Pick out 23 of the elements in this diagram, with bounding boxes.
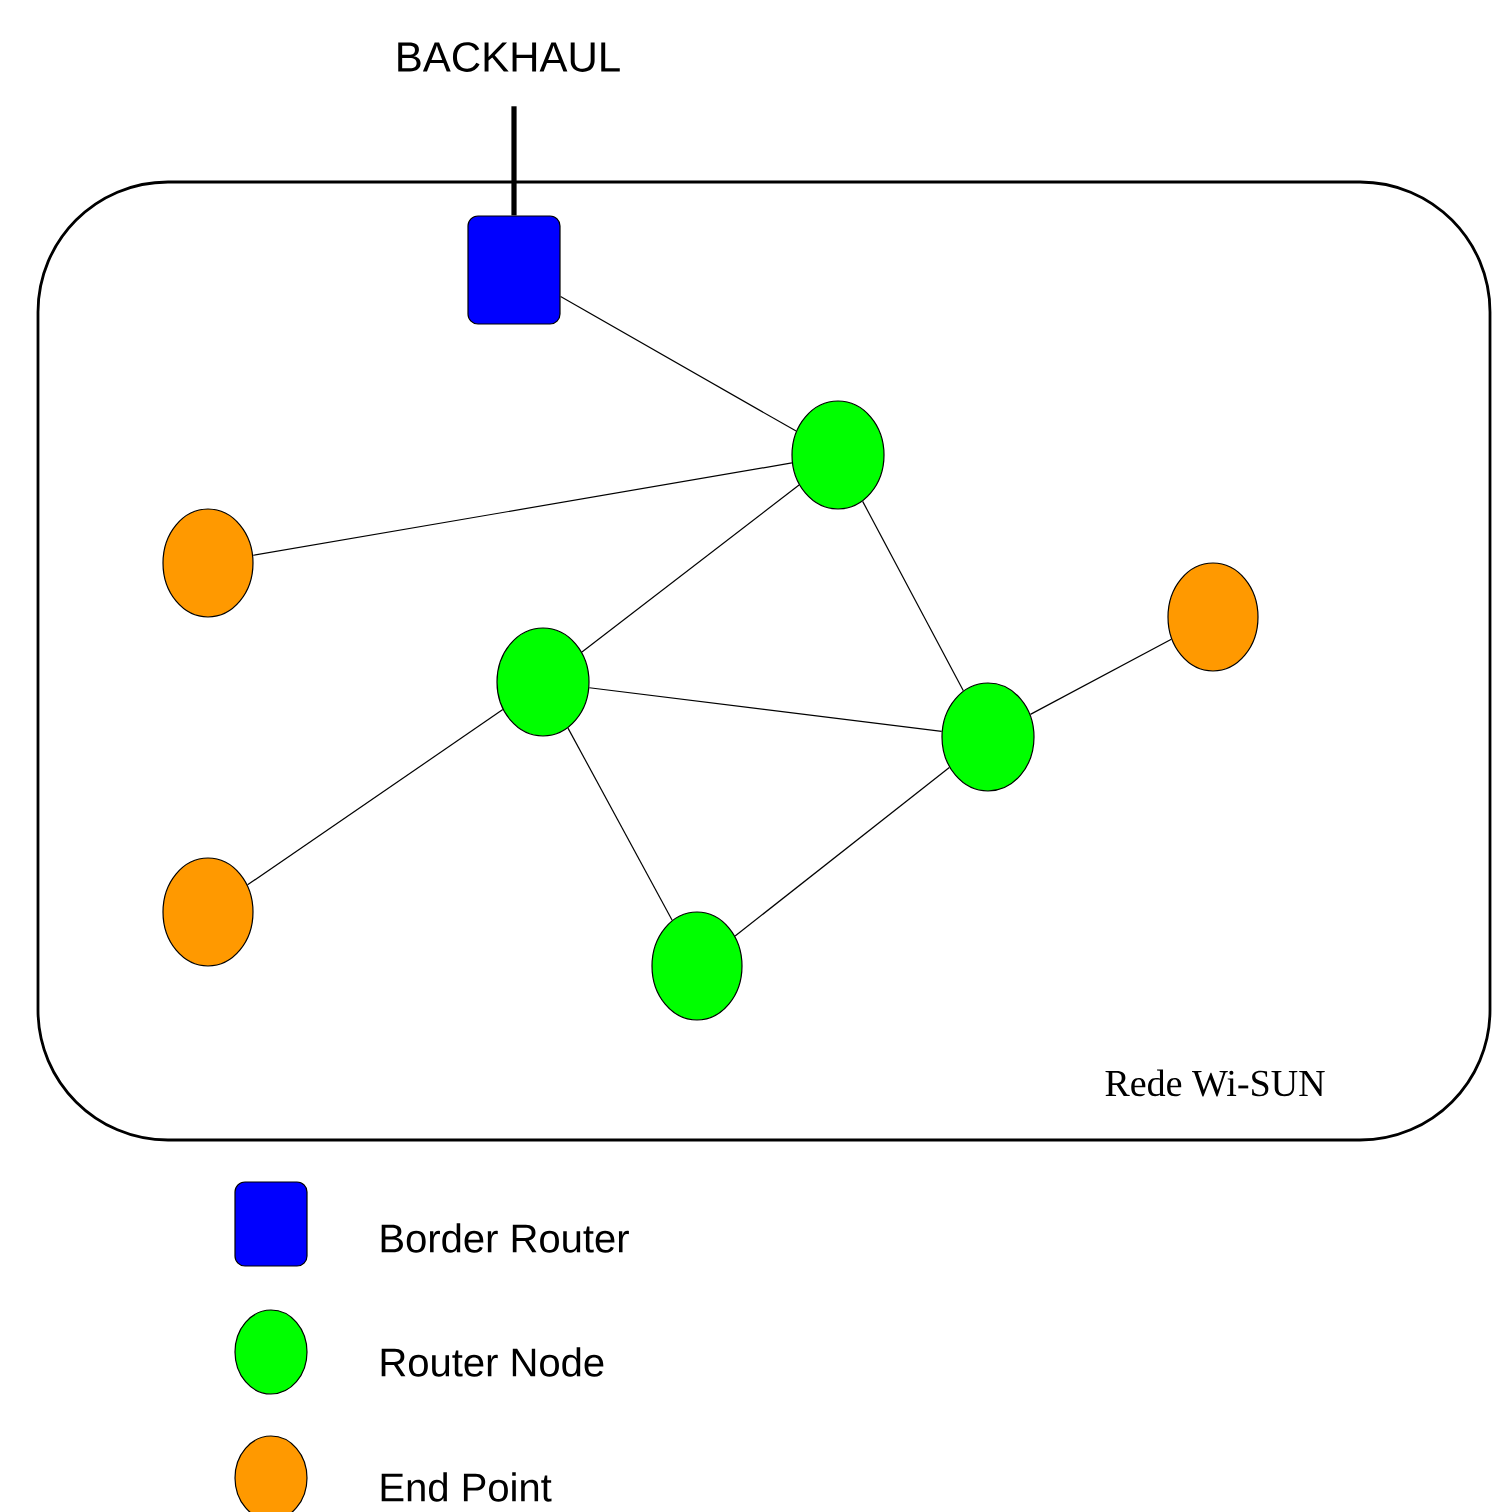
router-node-circle bbox=[651, 911, 743, 1021]
connection-line bbox=[581, 484, 800, 653]
connection-line bbox=[246, 709, 504, 886]
end-point-circle bbox=[162, 508, 254, 618]
backhaul-label: BACKHAUL bbox=[398, 42, 620, 72]
legend-label: Router Node bbox=[381, 1347, 604, 1377]
connection-line bbox=[734, 766, 950, 937]
end-point-circle bbox=[1167, 562, 1259, 672]
connection-line bbox=[862, 500, 964, 692]
connection-line bbox=[588, 687, 943, 732]
legend-label: End Point bbox=[381, 1472, 552, 1502]
end-point-circle bbox=[162, 857, 254, 967]
border-router-box bbox=[467, 215, 561, 325]
connection-line bbox=[560, 296, 797, 432]
connection-line bbox=[1029, 638, 1172, 715]
connection-line bbox=[511, 106, 517, 216]
router-node-circle bbox=[941, 682, 1035, 792]
router-node-circle bbox=[496, 627, 590, 737]
network-boundary: Rede Wi-SUN bbox=[36, 180, 1492, 1142]
legend-label: Border Router bbox=[381, 1223, 629, 1253]
connection-line bbox=[252, 462, 793, 556]
connection-line bbox=[567, 727, 673, 921]
router-node-circle bbox=[791, 400, 885, 510]
